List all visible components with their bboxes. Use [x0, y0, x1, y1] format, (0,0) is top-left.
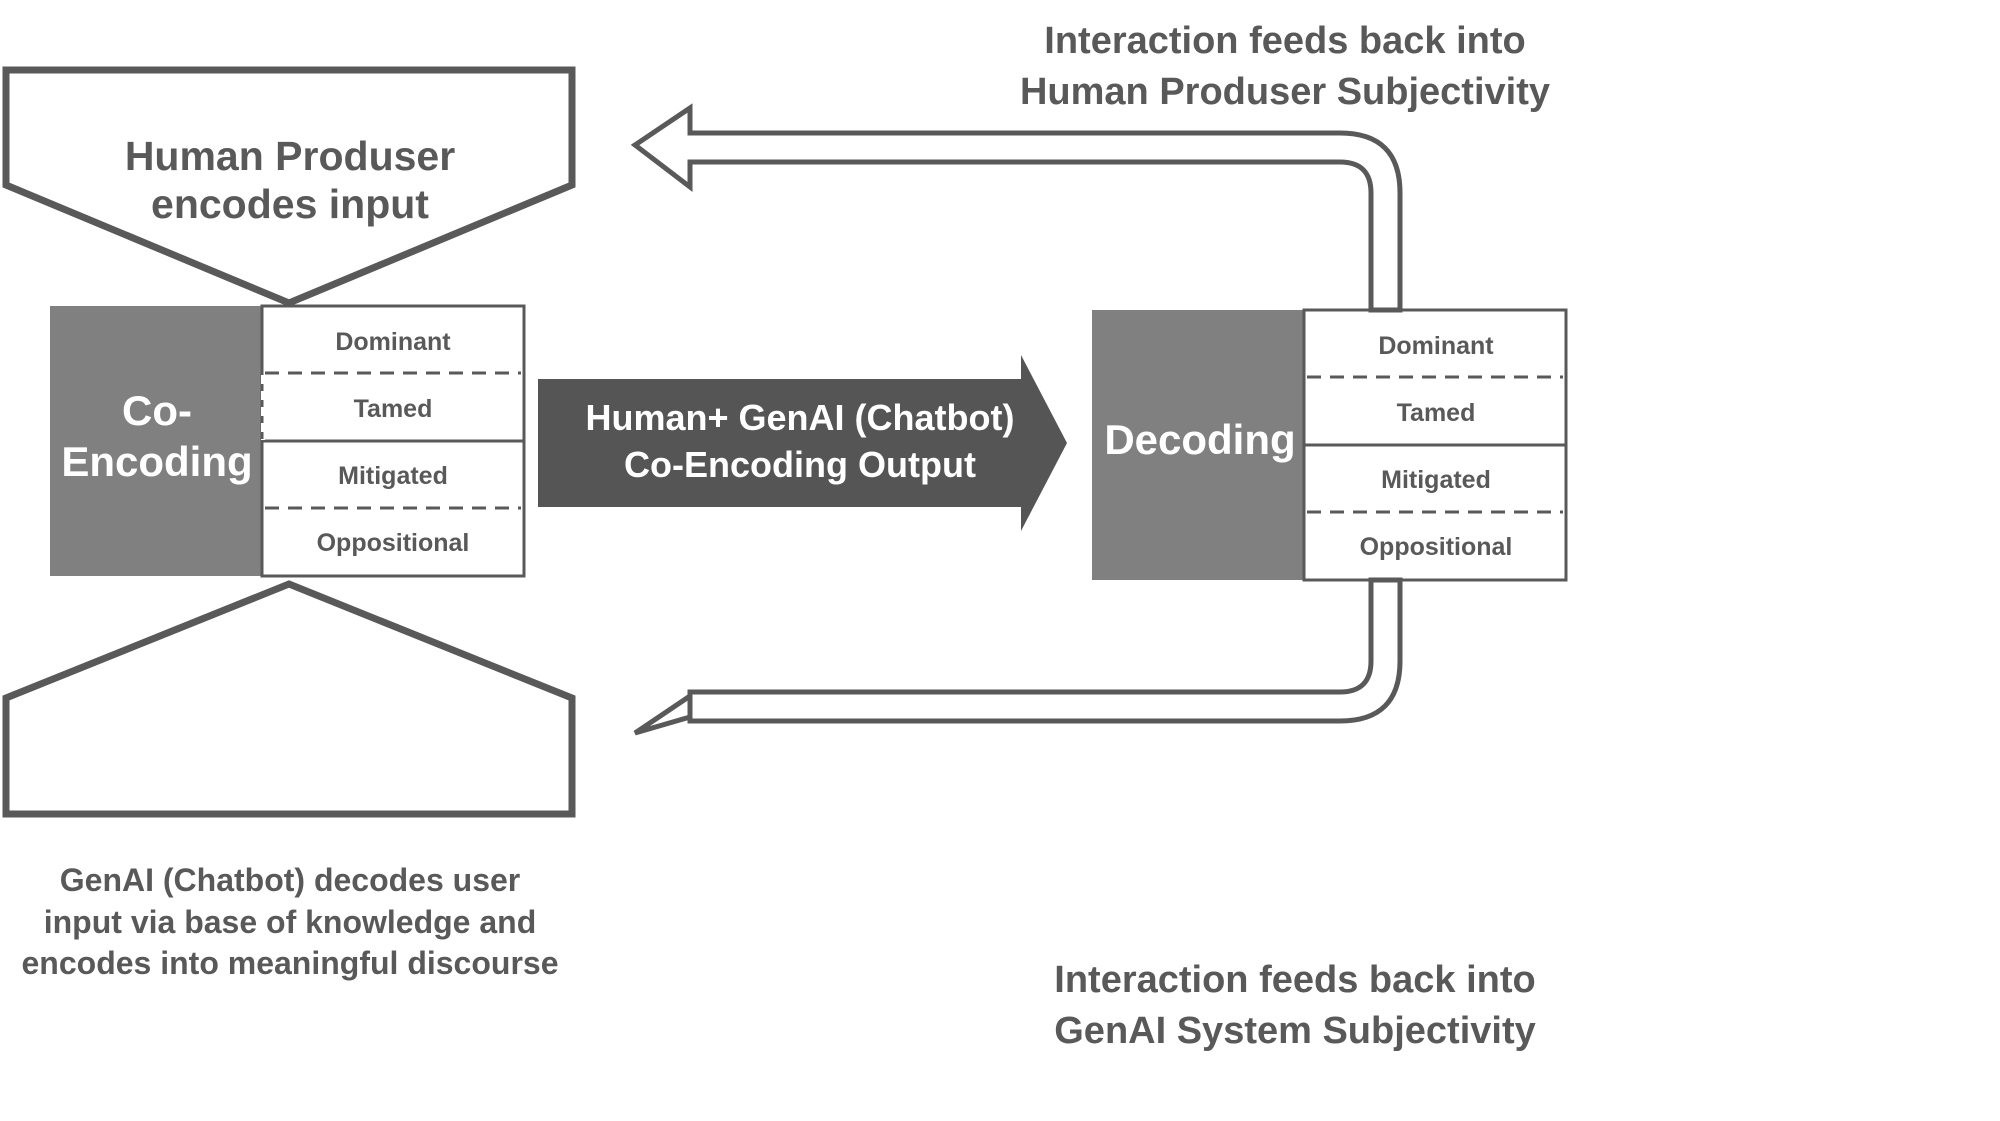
center-output-arrow: [538, 355, 1067, 531]
human-produser-pentagon: [2, 66, 576, 307]
genai-decodes-pentagon: [2, 580, 576, 818]
co-encoding-gray-block: [50, 306, 262, 576]
feedback-bottom-arrow: [633, 577, 1403, 736]
decoding-gray-block: [1092, 310, 1304, 580]
feedback-top-arrow: [630, 103, 1403, 313]
